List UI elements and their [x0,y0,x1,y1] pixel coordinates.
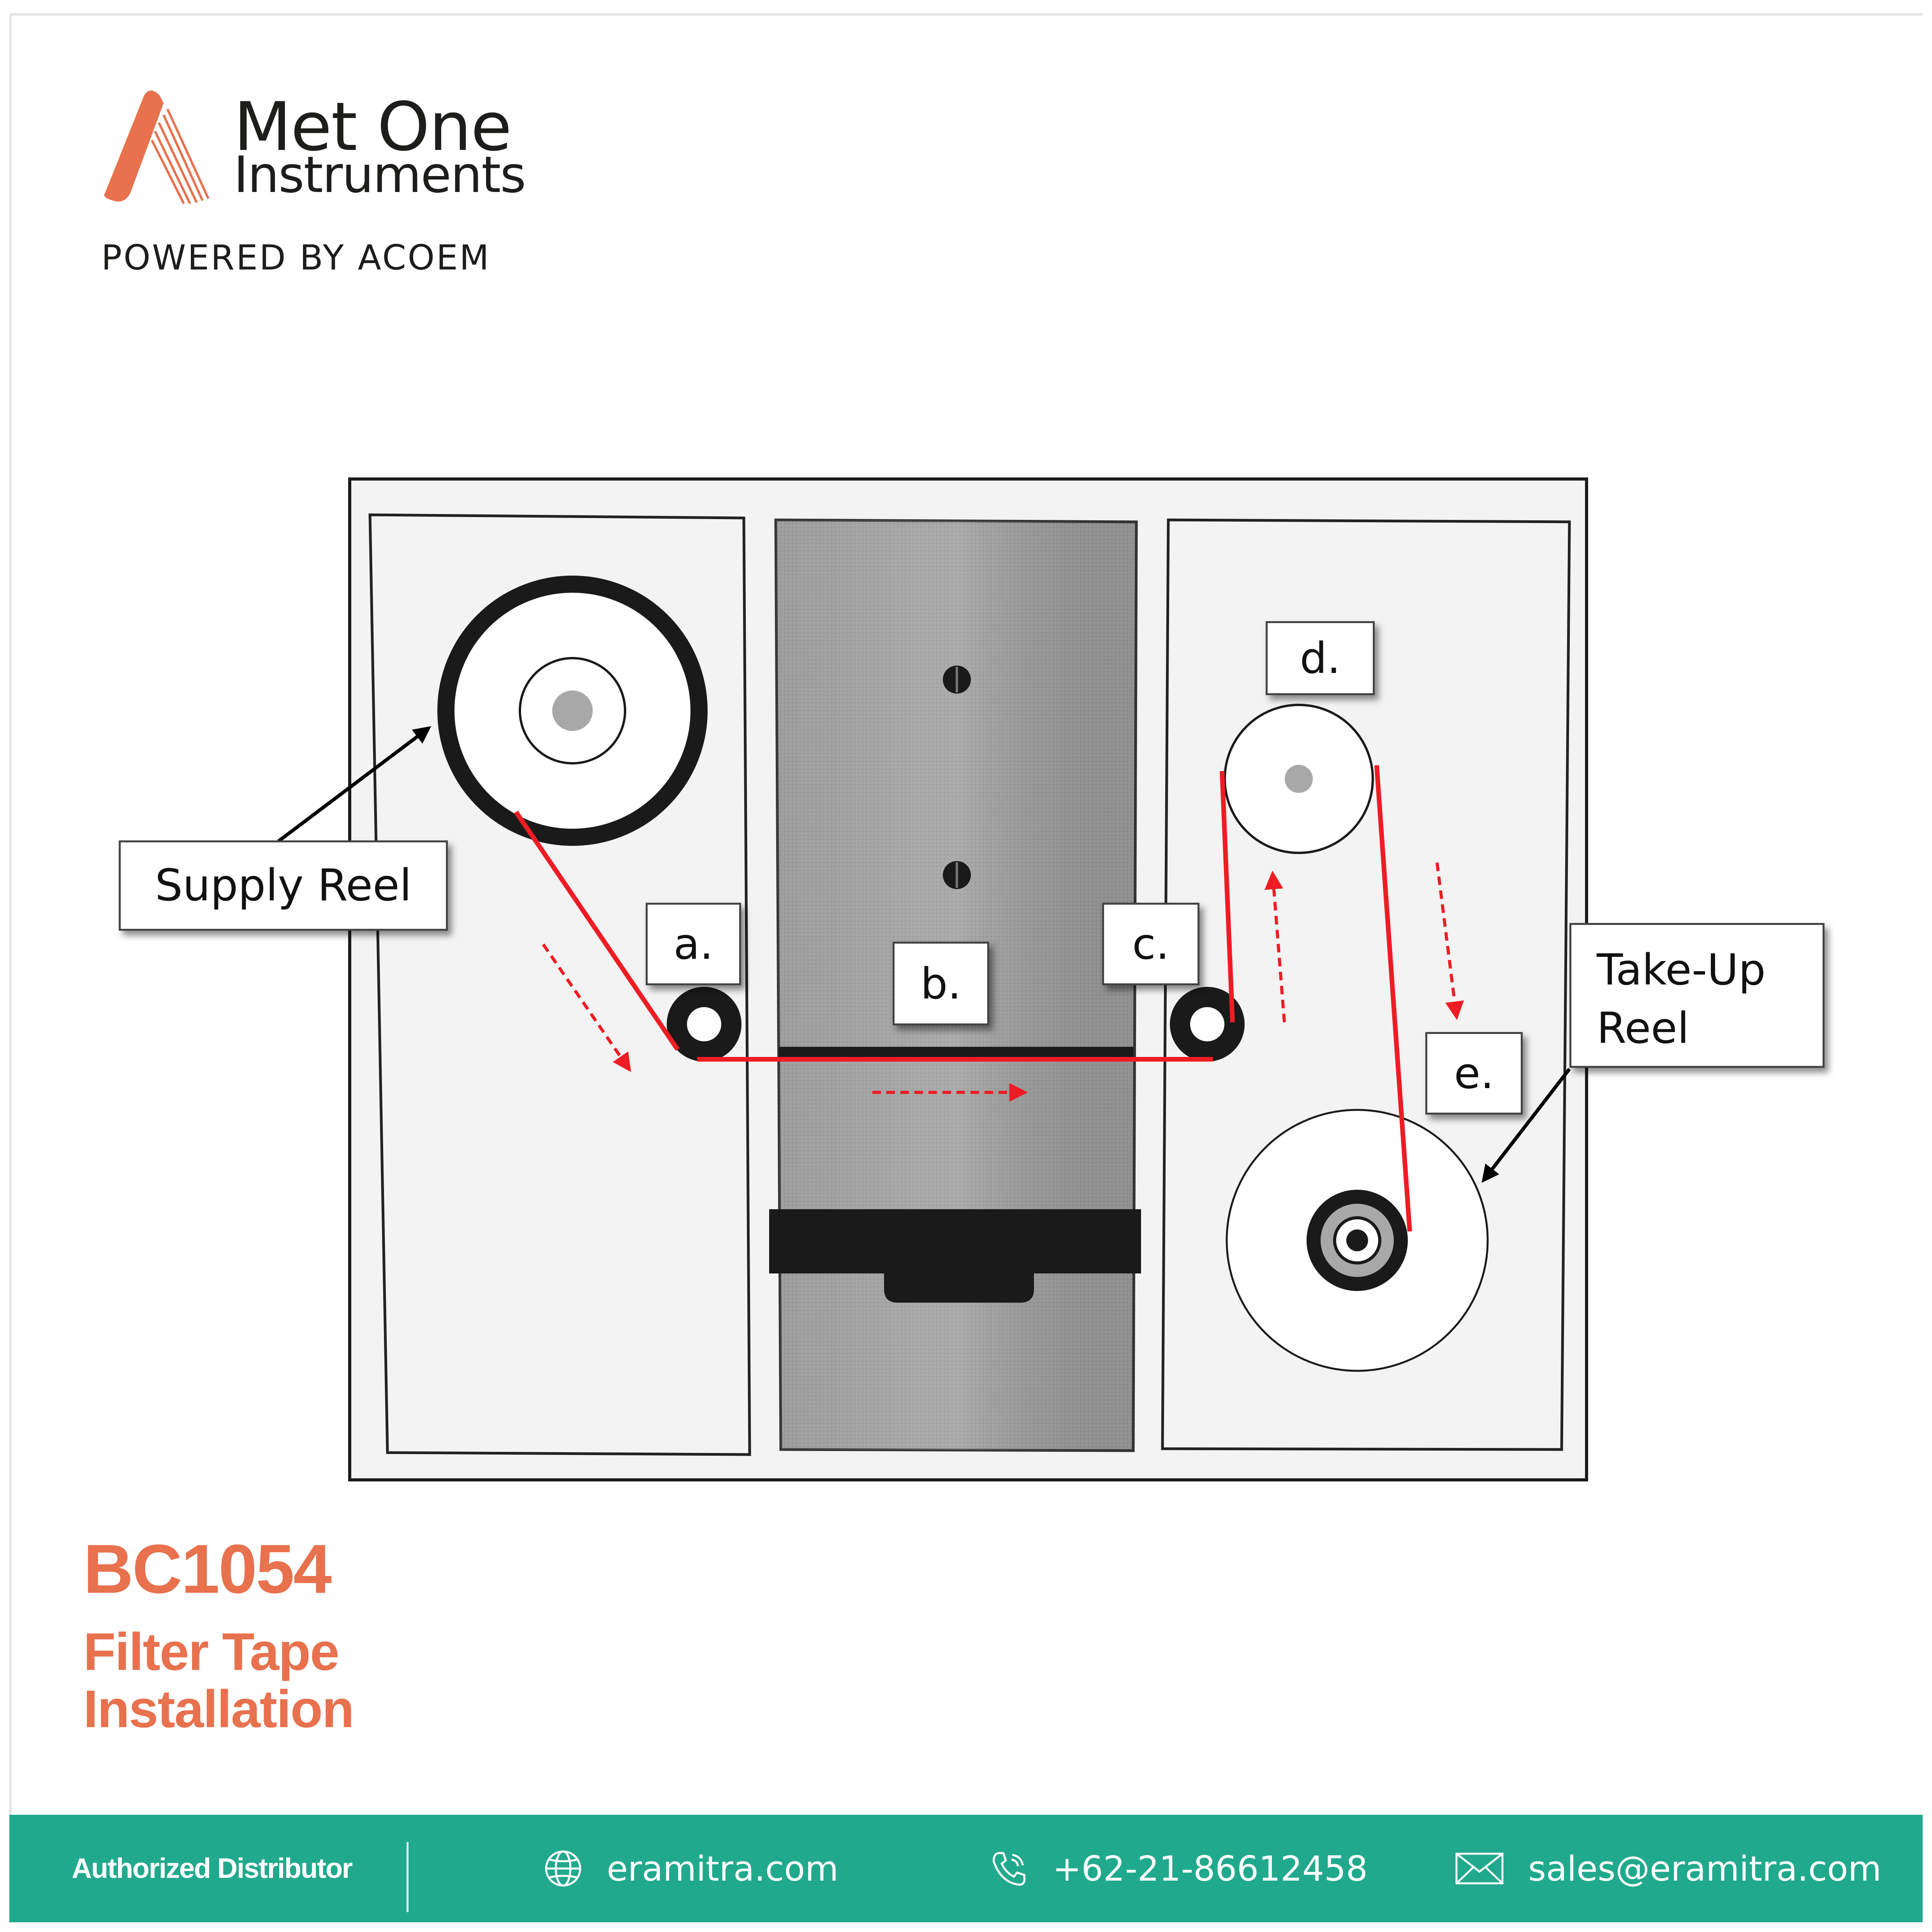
product-model: BC1054 [83,1530,332,1608]
roller-a [667,987,741,1062]
screw-icon [943,666,971,694]
screw-icon [943,861,971,889]
phone-link[interactable]: +62-21-86612458 [989,1815,1368,1922]
idler-d [1224,704,1374,854]
brand-tagline: POWERED BY ACOEM [101,238,491,278]
website-text: eramitra.com [607,1848,838,1889]
supply-reel [437,576,708,846]
product-title: BC1054 Filter Tape Installation [83,1534,354,1738]
roller-c [1170,987,1245,1062]
direction-arrow [1435,862,1464,1020]
mail-icon [1455,1853,1504,1884]
globe-icon [545,1850,581,1887]
product-title-line1: Filter Tape [83,1622,340,1681]
footer-divider [407,1842,409,1912]
footer-bar: Authorized Distributor eramitra.com +62-… [9,1815,1923,1922]
page-frame [9,13,1923,1923]
brand-name-line1: Met One [234,88,512,166]
label-d: d. [1266,621,1375,695]
brand-name-line2: Instruments [234,146,526,204]
take-up-reel-label: Take-Up Reel [1569,923,1825,1068]
email-text: sales@eramitra.com [1528,1848,1882,1889]
email-link[interactable]: sales@eramitra.com [1454,1815,1881,1922]
supply-reel-label: Supply Reel [119,840,448,931]
direction-arrow [542,943,631,1072]
label-c: c. [1102,903,1199,985]
phone-text: +62-21-86612458 [1053,1848,1368,1889]
clamp-bar [769,1209,1141,1303]
tape-slot [779,1047,1133,1058]
brand-logo: Met One Instruments POWERED BY ACOEM [97,88,526,282]
label-b: b. [893,942,989,1025]
supply-reel-leader [277,726,431,843]
direction-arrow [1265,870,1286,1023]
met-one-logo-mark [104,90,210,204]
phone-icon [992,1852,1026,1886]
take-up-reel [1226,1109,1489,1372]
label-a: a. [646,903,741,985]
label-e: e. [1425,1032,1523,1115]
website-link[interactable]: eramitra.com [543,1815,838,1922]
authorized-distributor-label: Authorized Distributor [72,1853,353,1884]
tape-path [514,765,1412,1232]
product-title-line2: Installation [83,1679,354,1738]
take-up-reel-leader [1481,1068,1571,1183]
